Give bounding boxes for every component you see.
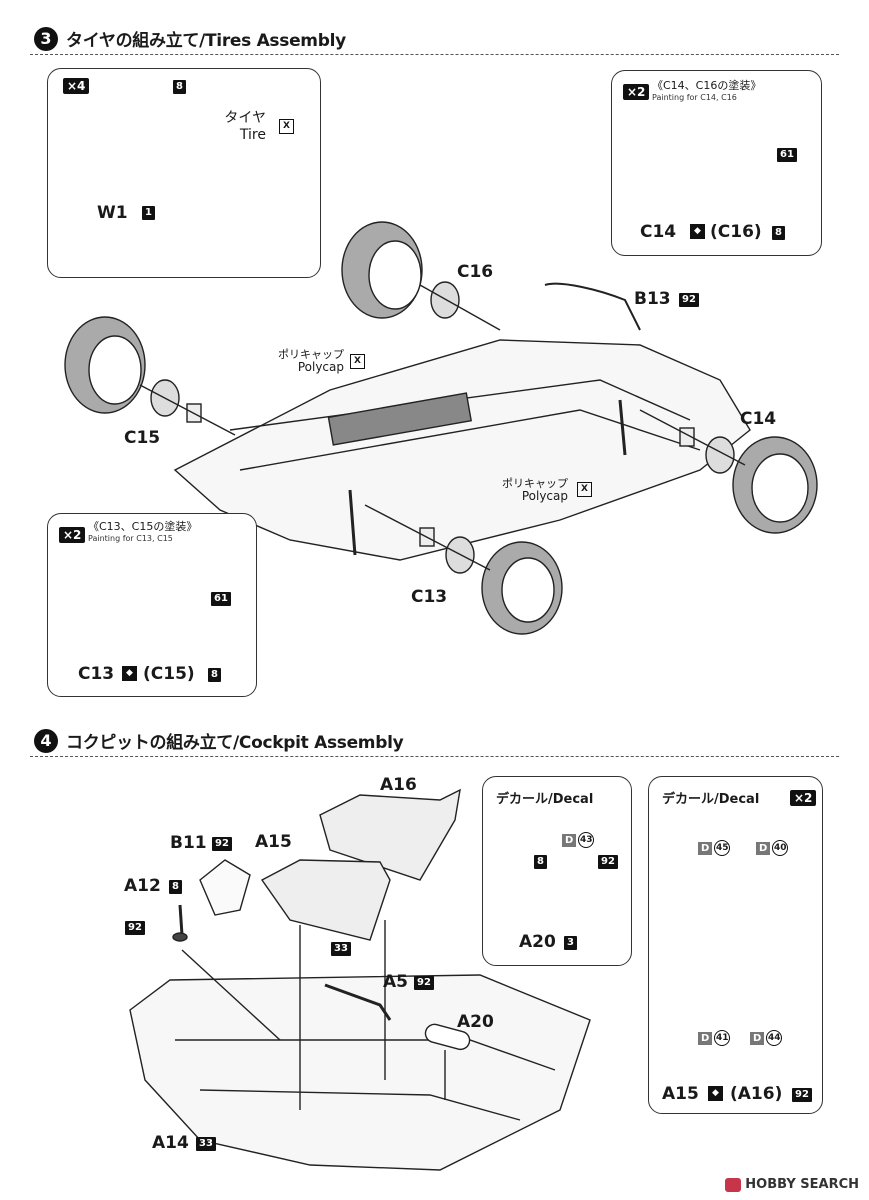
tire-label-en: Tire — [239, 127, 266, 143]
part-label-c13: C13 — [78, 664, 115, 684]
wheel-assembly-panel — [47, 68, 321, 278]
tire-label-jp: タイヤ — [224, 110, 266, 126]
watermark: HOBBY SEARCH — [725, 1177, 859, 1192]
decal-number: 41 — [714, 1030, 731, 1046]
part-label-a15: A15 — [255, 832, 292, 852]
part-label-c14-main: C14 — [740, 409, 777, 429]
decal-title: デカール/Decal — [496, 792, 594, 807]
part-label-a12: A12 — [124, 876, 161, 896]
color-code-badge: 92 — [125, 921, 145, 935]
step-3-header: 3 タイヤの組み立て/Tires Assembly — [34, 26, 346, 51]
decal-d-badge: D — [698, 841, 713, 855]
painting-c13-panel — [47, 513, 257, 697]
decal-number: 44 — [766, 1030, 783, 1046]
decal-tag-40: D 40 — [756, 840, 789, 856]
part-label-b11: B11 — [170, 833, 207, 853]
decal-tag-45: D 45 — [698, 840, 731, 856]
color-code-badge: 8 — [208, 668, 221, 682]
hobby-search-logo-icon — [725, 1177, 742, 1192]
decal-d-badge: D — [750, 1031, 765, 1045]
part-label-c14: C14 — [640, 222, 677, 242]
part-label-c16-alt: (C16) — [710, 222, 762, 242]
decal-number: 43 — [578, 832, 595, 848]
painting-title-jp: 《C14、C16の塗装》 — [652, 79, 762, 92]
decal-tag-44: D 44 — [750, 1030, 783, 1046]
part-label-a16: A16 — [380, 775, 417, 795]
part-label-a5: A5 — [383, 972, 408, 992]
part-label-c15-alt: (C15) — [143, 664, 195, 684]
color-code-badge: 8 — [173, 80, 186, 94]
decal-tag-43: D 43 — [562, 832, 595, 848]
color-code-badge: 61 — [211, 592, 231, 606]
quantity-badge: ×2 — [59, 527, 86, 543]
part-label-b13: B13 — [634, 289, 671, 309]
decal-number: 40 — [772, 840, 789, 856]
color-code-badge: 92 — [414, 976, 434, 990]
part-label-a16-alt: (A16) — [730, 1084, 783, 1104]
decal-tag-41: D 41 — [698, 1030, 731, 1046]
part-label-w1: W1 — [97, 203, 128, 223]
section-divider — [30, 756, 839, 757]
watermark-text: HOBBY SEARCH — [745, 1177, 859, 1192]
decal-title: デカール/Decal — [662, 792, 760, 807]
color-code-badge: 92 — [598, 855, 618, 869]
part-label-c16: C16 — [457, 262, 494, 282]
polycap-en: Polycap — [521, 489, 568, 503]
part-label-a20-decal: A20 — [519, 932, 556, 952]
decal-a20-panel — [482, 776, 632, 966]
painting-title-en: Painting for C13, C15 — [88, 534, 173, 543]
color-code-badge: 92 — [679, 293, 699, 307]
color-code-badge: 33 — [196, 1137, 216, 1151]
tire-label: タイヤ Tire — [210, 110, 266, 144]
part-label-a15-decal: A15 — [662, 1084, 699, 1104]
decal-seat-panel — [648, 776, 823, 1114]
material-icon: X — [350, 354, 365, 369]
paint-icon: ◆ — [690, 224, 705, 239]
color-code-badge: 8 — [169, 880, 182, 894]
color-code-badge: 61 — [777, 148, 797, 162]
polycap-jp: ポリキャップ — [278, 348, 344, 361]
material-icon: X — [577, 482, 592, 497]
part-label-a20: A20 — [457, 1012, 494, 1032]
step-4-header: 4 コクピットの組み立て/Cockpit Assembly — [34, 728, 404, 753]
part-label-a14: A14 — [152, 1133, 189, 1153]
color-code-badge: 8 — [534, 855, 547, 869]
painting-title-en: Painting for C14, C16 — [652, 93, 737, 102]
part-label-c13-main: C13 — [411, 587, 448, 607]
color-code-badge: 1 — [142, 206, 155, 220]
painting-title: 《C14、C16の塗装》 Painting for C14, C16 — [652, 80, 761, 104]
part-label-c15: C15 — [124, 428, 161, 448]
color-code-badge: 33 — [331, 942, 351, 956]
step-title: タイヤの組み立て/Tires Assembly — [66, 31, 346, 51]
step-title: コクピットの組み立て/Cockpit Assembly — [66, 733, 404, 753]
color-code-badge: 3 — [564, 936, 577, 950]
painting-title-jp: 《C13、C15の塗装》 — [88, 520, 198, 533]
material-icon: X — [279, 119, 294, 134]
quantity-badge: ×2 — [790, 790, 817, 806]
painting-c14-panel — [611, 70, 822, 256]
color-code-badge: 92 — [792, 1088, 812, 1102]
color-code-badge: 92 — [212, 837, 232, 851]
polycap-en: Polycap — [297, 360, 344, 374]
decal-d-badge: D — [698, 1031, 713, 1045]
section-divider — [30, 54, 839, 55]
polycap-jp: ポリキャップ — [502, 477, 568, 490]
color-code-badge: 8 — [772, 226, 785, 240]
painting-title: 《C13、C15の塗装》 Painting for C13, C15 — [88, 521, 197, 545]
polycap-label-right: ポリキャップ Polycap — [490, 477, 568, 503]
decal-d-badge: D — [756, 841, 771, 855]
decal-number: 45 — [714, 840, 731, 856]
polycap-label-left: ポリキャップ Polycap — [272, 348, 344, 374]
paint-icon: ◆ — [122, 666, 137, 681]
step-number: 4 — [34, 728, 58, 753]
quantity-badge: ×4 — [63, 78, 90, 94]
decal-d-badge: D — [562, 833, 577, 847]
quantity-badge: ×2 — [623, 84, 650, 100]
step-number: 3 — [34, 26, 58, 51]
paint-icon: ◆ — [708, 1086, 723, 1101]
